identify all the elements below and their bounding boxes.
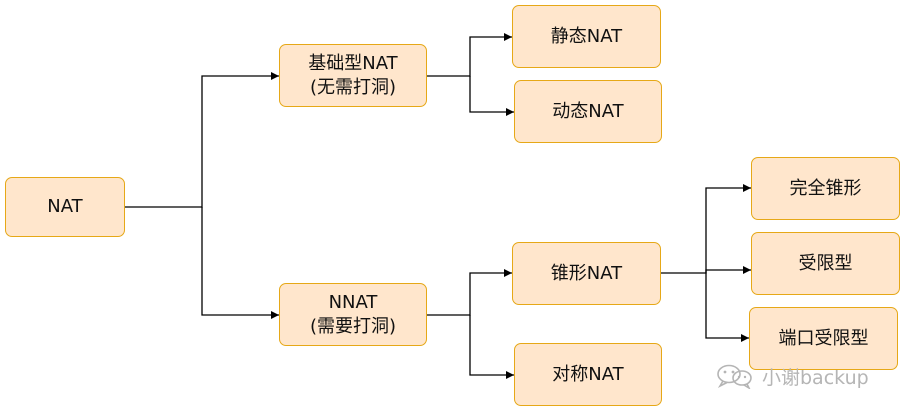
node-symmetric-nat: 对称NAT: [514, 343, 662, 406]
node-static-nat: 静态NAT: [512, 5, 661, 68]
watermark: 小谢backup: [714, 362, 869, 390]
edge-nat-to-basic: [125, 72, 279, 208]
node-cone-nat: 锥形NAT: [512, 242, 661, 305]
node-basic-nat-label: 基础型NAT: [308, 52, 398, 74]
node-nat-label: NAT: [47, 196, 83, 217]
node-nnat-sublabel: (需要打洞): [309, 315, 397, 337]
node-dynamic-nat: 动态NAT: [514, 80, 662, 143]
node-basic-nat: 基础型NAT (无需打洞): [279, 44, 427, 107]
node-nnat-label: NNAT: [328, 291, 378, 313]
node-restricted: 受限型: [751, 232, 900, 295]
edge-basic-to-static: [427, 33, 512, 77]
edge-nat-to-nnat: [201, 207, 279, 319]
node-symmetric-nat-label: 对称NAT: [552, 363, 624, 385]
node-nnat: NNAT (需要打洞): [279, 283, 427, 346]
node-port-restricted-label: 端口受限型: [778, 327, 869, 349]
edge-nnat-to-symmetric: [469, 315, 514, 379]
edge-basic-to-dynamic: [469, 76, 514, 116]
wechat-icon: [717, 364, 752, 389]
node-dynamic-nat-label: 动态NAT: [552, 100, 624, 122]
node-cone-nat-label: 锥形NAT: [550, 262, 623, 284]
node-basic-nat-sublabel: (无需打洞): [309, 76, 397, 98]
edge-cone-to-port: [705, 273, 749, 342]
node-nat: NAT: [5, 177, 125, 237]
node-port-restricted: 端口受限型: [749, 307, 898, 370]
node-restricted-label: 受限型: [798, 252, 853, 274]
edge-nnat-to-cone: [427, 269, 512, 316]
node-full-cone: 完全锥形: [751, 157, 900, 220]
watermark-text: 小谢backup: [762, 366, 869, 389]
node-full-cone-label: 完全锥形: [789, 177, 862, 199]
node-static-nat-label: 静态NAT: [550, 25, 623, 47]
edge-cone-to-full: [661, 184, 751, 274]
edge-cone-to-restricted: [705, 266, 751, 274]
